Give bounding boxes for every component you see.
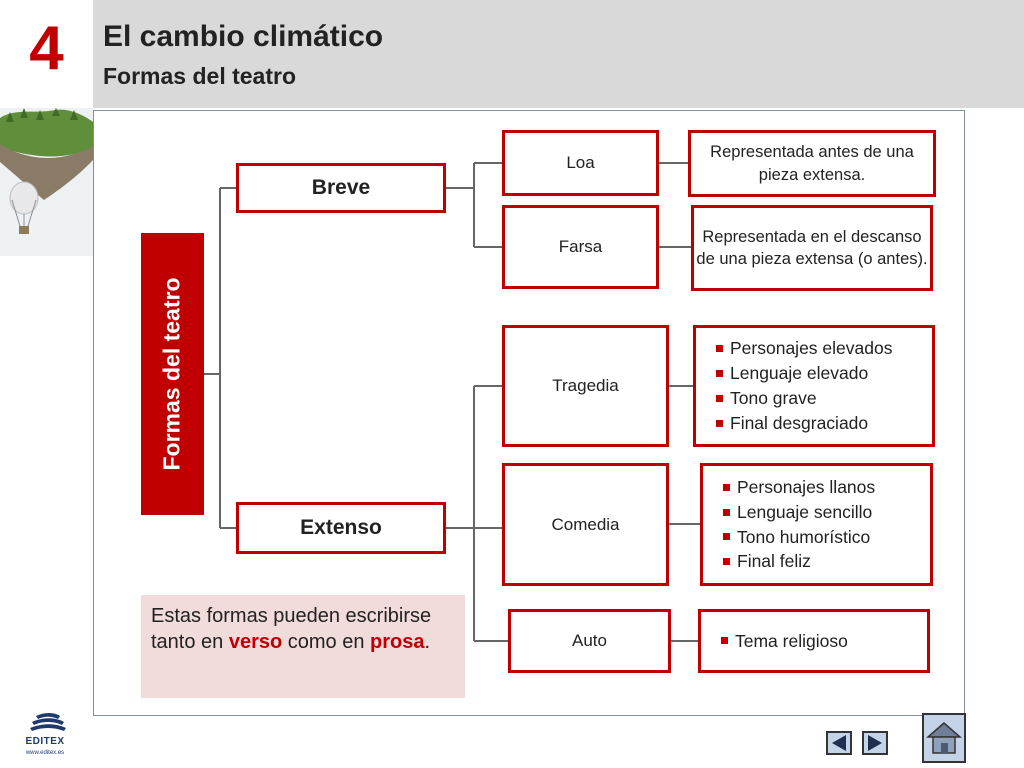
form-farsa: Farsa: [502, 205, 659, 289]
form-comedia: Comedia: [502, 463, 669, 586]
form-loa: Loa: [502, 130, 659, 196]
square-bullet-icon: [723, 533, 730, 541]
note-text: como en: [282, 631, 371, 653]
page-title: El cambio climático: [103, 20, 384, 53]
list-item: Tono grave: [716, 386, 892, 411]
list-item: Lenguaje elevado: [716, 361, 892, 386]
features-auto: Tema religioso: [698, 609, 930, 673]
square-bullet-icon: [723, 508, 730, 516]
feature-text: Tono humorístico: [737, 526, 871, 547]
note-highlight-prosa: prosa: [370, 631, 425, 653]
list-item: Final feliz: [723, 549, 875, 574]
header-band: [93, 0, 1024, 108]
root-label: Formas del teatro: [158, 277, 185, 471]
previous-slide-button[interactable]: [826, 731, 852, 755]
list-item: Lenguaje sencillo: [723, 500, 875, 525]
triangle-right-icon: [868, 735, 882, 751]
description-farsa: Representada en el descanso de una pieza…: [691, 205, 933, 291]
square-bullet-icon: [721, 637, 728, 645]
editex-logo-url: www.editex.es: [25, 750, 65, 756]
features-comedia: Personajes llanos Lenguaje sencillo Tono…: [700, 463, 933, 586]
feature-text: Personajes elevados: [730, 338, 893, 359]
note-highlight-verso: verso: [228, 631, 283, 653]
list-item: Tono humorístico: [723, 525, 875, 550]
note-text: .: [424, 631, 431, 653]
feature-text: Personajes llanos: [737, 476, 876, 497]
form-auto: Auto: [508, 609, 671, 673]
feature-text: Final desgraciado: [730, 412, 869, 433]
square-bullet-icon: [723, 483, 730, 491]
form-tragedia: Tragedia: [502, 325, 669, 447]
list-item: Tema religioso: [721, 629, 848, 654]
square-bullet-icon: [716, 394, 723, 402]
unit-box: [0, 0, 93, 108]
note-box: Estas formas pueden escribirse tanto en …: [141, 595, 465, 698]
unit-number: 4: [29, 14, 64, 83]
branch-extenso: Extenso: [236, 502, 446, 554]
list-item: Personajes elevados: [716, 336, 892, 361]
balloon-island-image: [0, 108, 93, 256]
branch-breve: Breve: [236, 163, 446, 213]
feature-text: Tema religioso: [735, 630, 848, 651]
square-bullet-icon: [716, 370, 723, 378]
note-text: Estas formas pueden escribirse tanto en: [151, 605, 432, 653]
feature-text: Lenguaje elevado: [730, 363, 869, 384]
feature-text: Final feliz: [737, 551, 811, 572]
feature-text: Tono grave: [730, 388, 817, 408]
feature-text: Lenguaje sencillo: [737, 501, 873, 522]
square-bullet-icon: [716, 419, 723, 427]
page-subtitle: Formas del teatro: [103, 63, 296, 89]
features-tragedia: Personajes elevados Lenguaje elevado Ton…: [693, 325, 935, 447]
list-item: Final desgraciado: [716, 411, 892, 436]
square-bullet-icon: [716, 345, 723, 353]
square-bullet-icon: [723, 558, 730, 566]
home-icon: [926, 722, 962, 754]
triangle-left-icon: [832, 735, 846, 751]
root-label-box: [141, 233, 204, 515]
editex-logo-icon: [30, 713, 66, 731]
editex-logo-text: EDITEX: [25, 736, 65, 747]
list-item: Personajes llanos: [723, 475, 875, 500]
home-button[interactable]: [922, 713, 966, 763]
description-loa: Representada antes de una pieza extensa.: [688, 130, 936, 197]
next-slide-button[interactable]: [862, 731, 888, 755]
